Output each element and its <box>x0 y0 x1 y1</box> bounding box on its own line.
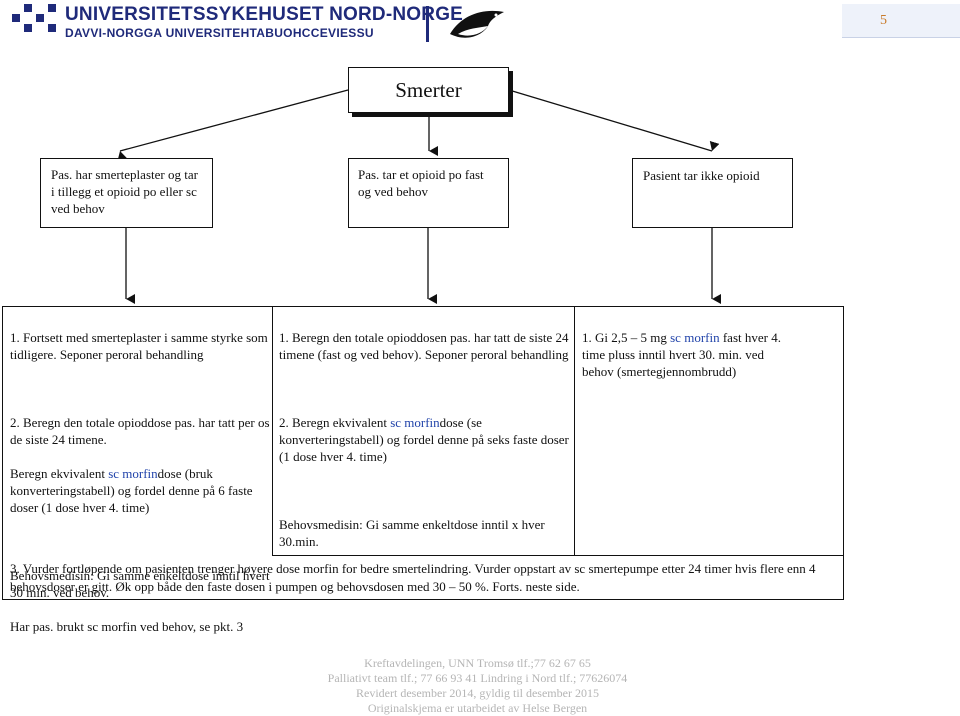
logo-mark-square <box>24 24 32 32</box>
footer-line: Revidert desember 2014, gyldig til desem… <box>356 686 599 700</box>
row-separator <box>272 555 844 556</box>
logo-mark-square <box>24 4 32 12</box>
rescue-medication: Behovsmedisin: Gi samme enkeltdose innti… <box>279 517 545 549</box>
step-2: 2. Beregn ekvivalent sc morfindose (se k… <box>279 414 569 465</box>
footer-line: Originalskjema er utarbeidet av Helse Be… <box>367 701 588 715</box>
logo-mark-square <box>48 24 56 32</box>
step-3-instruction: 3. Vurder fortløpende om pasienten treng… <box>10 561 816 594</box>
penguin-icon <box>450 10 504 38</box>
step-1: 1. Fortsett med smerteplaster i samme st… <box>10 330 268 362</box>
text-segment: dose (bruk konverteringstabell) og forde… <box>10 466 253 515</box>
footer-line: Palliativt team tlf.; 77 66 93 41 Lindri… <box>327 671 628 685</box>
highlight-text: sc morfin <box>390 415 440 430</box>
org-name-sami: DAVVI-NORGGA UNIVERSITEHTABUOHCCEVIESSU <box>65 26 374 40</box>
text-segment: dose (se konverteringstabell) og fordel … <box>279 415 569 464</box>
logo-mark-square <box>36 14 44 22</box>
arrow-to-category-1 <box>117 89 349 161</box>
instructions-column-no-opioid: 1. Gi 2,5 – 5 mg sc morfin fast hver 4. … <box>582 312 787 397</box>
see-point-3-note: Har pas. brukt sc morfin ved behov, se p… <box>10 619 244 634</box>
footer-line: Kreftavdelingen, UNN Tromsø tlf.;77 62 6… <box>364 656 591 670</box>
text-segment: 2. Beregn ekvivalent <box>279 415 391 430</box>
text-segment: fast hver 4. time pluss inntil hvert 30.… <box>582 330 781 379</box>
instructions-column-plaster: 1. Fortsett med smerteplaster i samme st… <box>10 312 272 652</box>
step-1: 1. Beregn den totale opioddosen pas. har… <box>279 330 569 362</box>
logo-divider <box>426 6 429 42</box>
category-box-plaster: Pas. har smerteplaster og tar i tillegg … <box>40 158 213 228</box>
logo-mark-square <box>48 4 56 12</box>
text-segment: Beregn ekvivalent <box>10 466 109 481</box>
footer: Kreftavdelingen, UNN Tromsø tlf.;77 62 6… <box>200 656 755 716</box>
rescue-medication: Behovsmedisin: Gi samme enkeltdose innti… <box>10 568 270 600</box>
text-segment: 1. Gi 2,5 – 5 mg <box>582 330 671 345</box>
category-label: Pasient tar ikke opioid <box>643 168 760 183</box>
category-box-oral-opioid: Pas. tar et opioid po fast og ved behov <box>348 158 509 228</box>
step-1: 1. Gi 2,5 – 5 mg sc morfin fast hver 4. … <box>582 329 787 380</box>
step-2: 2. Beregn den totale opioddose pas. har … <box>10 415 270 447</box>
instructions-box <box>2 306 844 600</box>
page-number: 5 <box>842 4 960 38</box>
arrow-to-category-3 <box>508 89 720 152</box>
column-separator <box>574 306 575 556</box>
instructions-column-oral: 1. Beregn den totale opioddosen pas. har… <box>279 312 569 567</box>
highlight-text: sc morfin <box>670 330 720 345</box>
category-box-no-opioid: Pasient tar ikke opioid <box>632 158 793 228</box>
step-2-conversion: Beregn ekvivalent sc morfindose (bruk ko… <box>10 465 272 516</box>
org-name: UNIVERSITETSSYKEHUSET NORD-NORGE <box>65 4 464 25</box>
column-separator <box>272 306 273 556</box>
hospital-logo: UNIVERSITETSSYKEHUSET NORD-NORGE DAVVI-N… <box>8 4 528 46</box>
diagram-title: Smerter <box>348 67 509 113</box>
logo-mark-square <box>12 14 20 22</box>
highlight-text: sc morfin <box>108 466 158 481</box>
